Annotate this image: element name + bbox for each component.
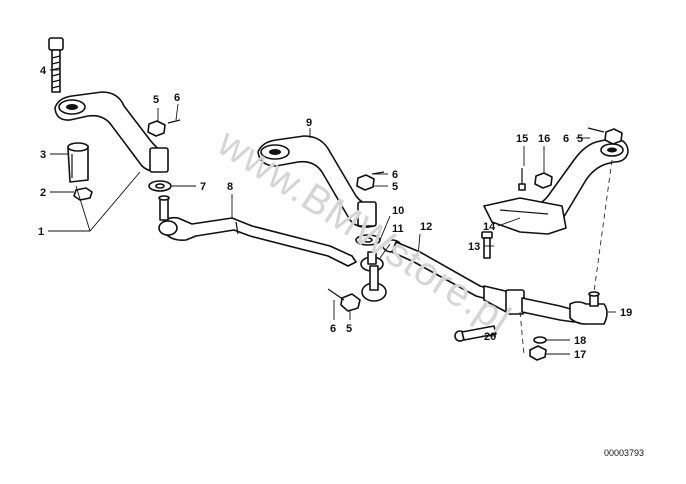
cotter-pin-part-6-lower — [327, 288, 345, 301]
callout-7: 7 — [200, 181, 206, 193]
nut-part-5-left — [147, 120, 166, 137]
callout-9: 9 — [306, 117, 312, 129]
callout-5-right: 5 — [577, 133, 583, 145]
idler-arm-part-1 — [54, 91, 169, 173]
bolt-part-15 — [518, 168, 526, 191]
tie-rod-end-part-19 — [569, 291, 608, 325]
callout-5-center: 5 — [392, 181, 398, 193]
nut-part-17 — [529, 345, 547, 361]
washer-part-7 — [148, 180, 172, 192]
callout-5-lower: 5 — [346, 323, 352, 335]
callout-15: 15 — [516, 133, 528, 145]
callout-18: 18 — [574, 335, 586, 347]
callout-6-left: 6 — [174, 92, 180, 104]
bolt-part-13 — [481, 231, 493, 259]
callout-3: 3 — [40, 149, 46, 161]
callout-1: 1 — [38, 226, 44, 238]
alignment-line-lower — [519, 311, 525, 355]
washer-part-18 — [533, 336, 547, 344]
side-tie-rod-part-12 — [382, 239, 575, 323]
callout-16: 16 — [538, 133, 550, 145]
clamp-bolt-part-20 — [454, 325, 497, 342]
alignment-line — [593, 159, 613, 293]
callout-19: 19 — [620, 307, 632, 319]
document-number: 00003793 — [604, 448, 644, 458]
callout-17: 17 — [574, 349, 586, 361]
callout-2: 2 — [40, 187, 46, 199]
callout-labels: 4 3 2 1 5 6 7 8 9 6 5 10 11 12 6 5 15 16… — [38, 65, 632, 361]
callout-13: 13 — [468, 241, 480, 253]
center-tie-rod-part-8 — [158, 195, 357, 267]
ball-joint-center-lower — [361, 265, 387, 302]
nut-part-5-center — [356, 174, 375, 191]
nut-part-5-right — [604, 128, 623, 145]
cotter-pin-part-6-right — [587, 127, 605, 133]
nut-part-16 — [534, 172, 553, 189]
callout-11: 11 — [392, 223, 404, 235]
callout-14: 14 — [483, 221, 496, 233]
nut-part-2 — [73, 187, 93, 201]
cotter-pin-part-6-left — [167, 119, 181, 124]
callout-20: 20 — [484, 331, 496, 343]
bracket-part-14 — [483, 197, 567, 235]
callout-6-center: 6 — [392, 169, 398, 181]
callout-8: 8 — [227, 181, 233, 193]
callout-6-right: 6 — [563, 133, 569, 145]
bushing-part-3 — [67, 142, 89, 183]
callout-6-lower: 6 — [330, 323, 336, 335]
callout-4: 4 — [40, 65, 47, 77]
callout-12: 12 — [420, 221, 432, 233]
leader-lines — [48, 69, 616, 355]
pitman-arm-part-9 — [257, 135, 377, 228]
nut-part-5-lower — [340, 293, 361, 312]
bolt-part-4 — [48, 37, 64, 93]
callout-5-left: 5 — [153, 94, 159, 106]
callout-10: 10 — [392, 205, 404, 217]
